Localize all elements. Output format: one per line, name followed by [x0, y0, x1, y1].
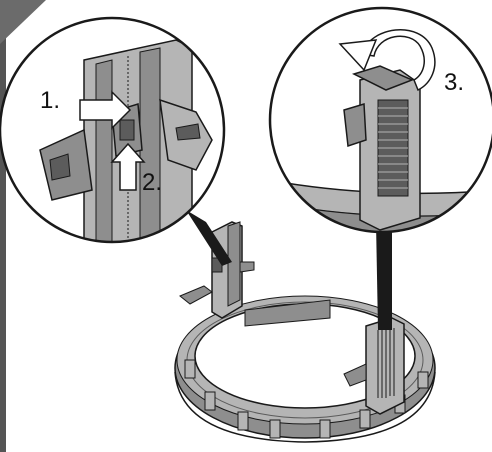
corner-tab [0, 0, 46, 44]
step-label-1: 1. [40, 87, 60, 114]
step-label-2: 2. [142, 169, 162, 196]
step-label-3: 3. [444, 69, 464, 96]
ring-base-edge [174, 371, 436, 443]
callout-pointer-right [376, 222, 392, 330]
callout-circle-right [268, 6, 492, 234]
left-bracket [179, 221, 255, 319]
ring-tabs [184, 359, 429, 439]
callout-circle-left [0, 16, 226, 244]
ring-rail [244, 299, 331, 327]
callout-pointer-left [186, 210, 232, 266]
left-sidebar-bar [0, 0, 6, 452]
detail-callout-right: 3. [268, 6, 492, 234]
arrow-up-icon [110, 142, 146, 191]
arrow-right-icon [79, 90, 132, 130]
rotate-arrow-icon [338, 29, 436, 92]
detail-callout-left: 1. 2. [0, 16, 226, 244]
